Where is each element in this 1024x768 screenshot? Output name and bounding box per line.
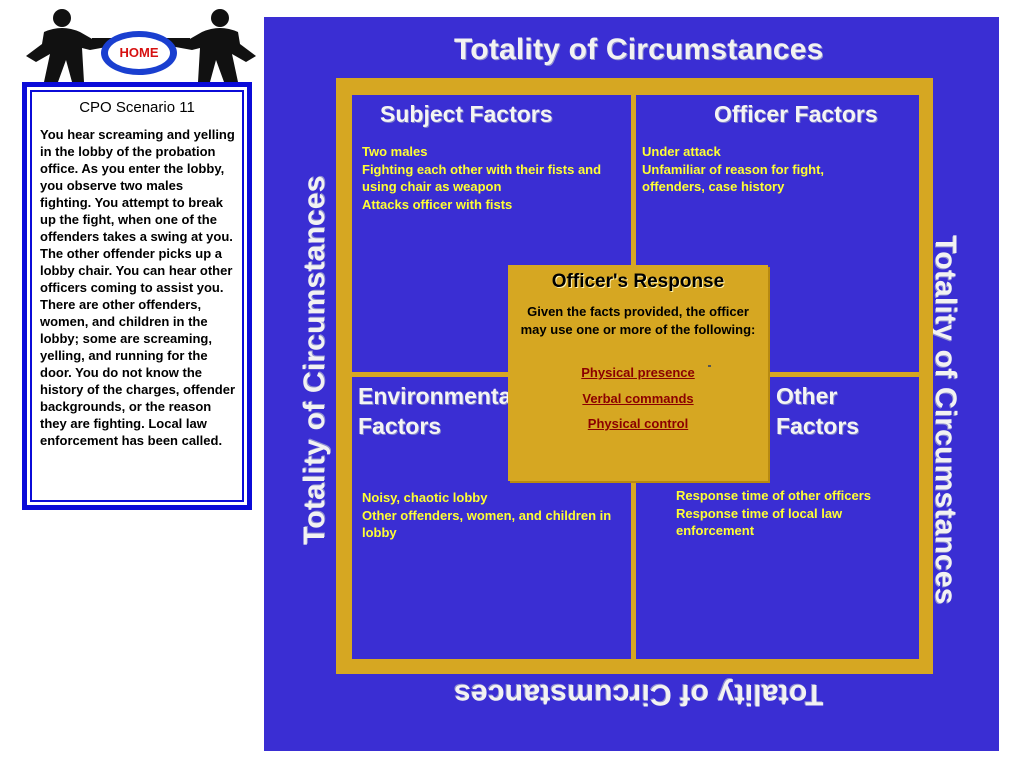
scenario-title: CPO Scenario 11 — [79, 99, 195, 116]
officer-factors-heading: Officer Factors — [714, 101, 878, 127]
scenario-panel: CPO Scenario 11 You hear screaming and y… — [22, 82, 252, 510]
other-factors-heading: Other Factors — [776, 383, 860, 439]
other-fact: Response time of local law enforcement — [676, 505, 843, 539]
home-button[interactable]: HOME — [100, 28, 178, 78]
home-label: HOME — [119, 45, 159, 60]
title-left: Totality of Circumstances — [298, 175, 331, 545]
title-bottom: Totality of Circumstances — [454, 678, 824, 711]
subject-factors-list: Two males Fighting each other with their… — [362, 143, 630, 213]
environmental-heading-line1: Environmental — [358, 383, 518, 409]
physical-control-link[interactable]: Physical control — [587, 416, 689, 431]
physical-presence-link[interactable]: Physical presence — [581, 365, 695, 380]
subject-fact: Fighting each other with their fists and… — [362, 161, 602, 195]
home-button-shape — [101, 31, 177, 75]
environmental-factors-list: Noisy, chaotic lobby Other offenders, wo… — [362, 489, 630, 542]
small-dot — [708, 365, 711, 367]
subject-factors-heading: Subject Factors — [380, 101, 553, 127]
scenario-inner-border: CPO Scenario 11 You hear screaming and y… — [30, 90, 244, 502]
subject-fact: Attacks officer with fists — [362, 196, 513, 212]
verbal-commands-link[interactable]: Verbal commands — [582, 391, 694, 406]
subject-factors-quadrant: Subject Factors Two males Fighting each … — [352, 95, 631, 372]
environmental-factors-heading: Environmental Factors — [358, 381, 518, 441]
officer-response-intro: Given the facts provided, the officer ma… — [520, 304, 756, 337]
officer-response-box: Officer's Response Given the facts provi… — [508, 265, 768, 481]
officer-response-title: Officer's Response — [551, 271, 725, 292]
totality-diagram: Totality of Circumstances Totality of Ci… — [264, 17, 999, 751]
officer-fact: Unfamiliar of reason for fight, offender… — [642, 161, 825, 195]
scenario-text: You hear screaming and yelling in the lo… — [40, 127, 236, 448]
other-factors-list: Response time of other officers Response… — [676, 487, 906, 540]
environmental-heading-line2: Factors — [358, 413, 442, 439]
officer-fact: Under attack — [642, 144, 721, 159]
officer-silhouettes-logo — [26, 9, 256, 82]
environmental-fact: Noisy, chaotic lobby — [362, 490, 488, 505]
title-top: Totality of Circumstances — [454, 33, 824, 66]
subject-fact: Two males — [362, 144, 428, 159]
title-right: Totality of Circumstances — [929, 235, 962, 605]
officer-factors-list: Under attack Unfamiliar of reason for fi… — [642, 143, 862, 196]
environmental-fact: Other offenders, women, and children in … — [362, 507, 612, 541]
other-fact: Response time of other officers — [676, 488, 872, 503]
